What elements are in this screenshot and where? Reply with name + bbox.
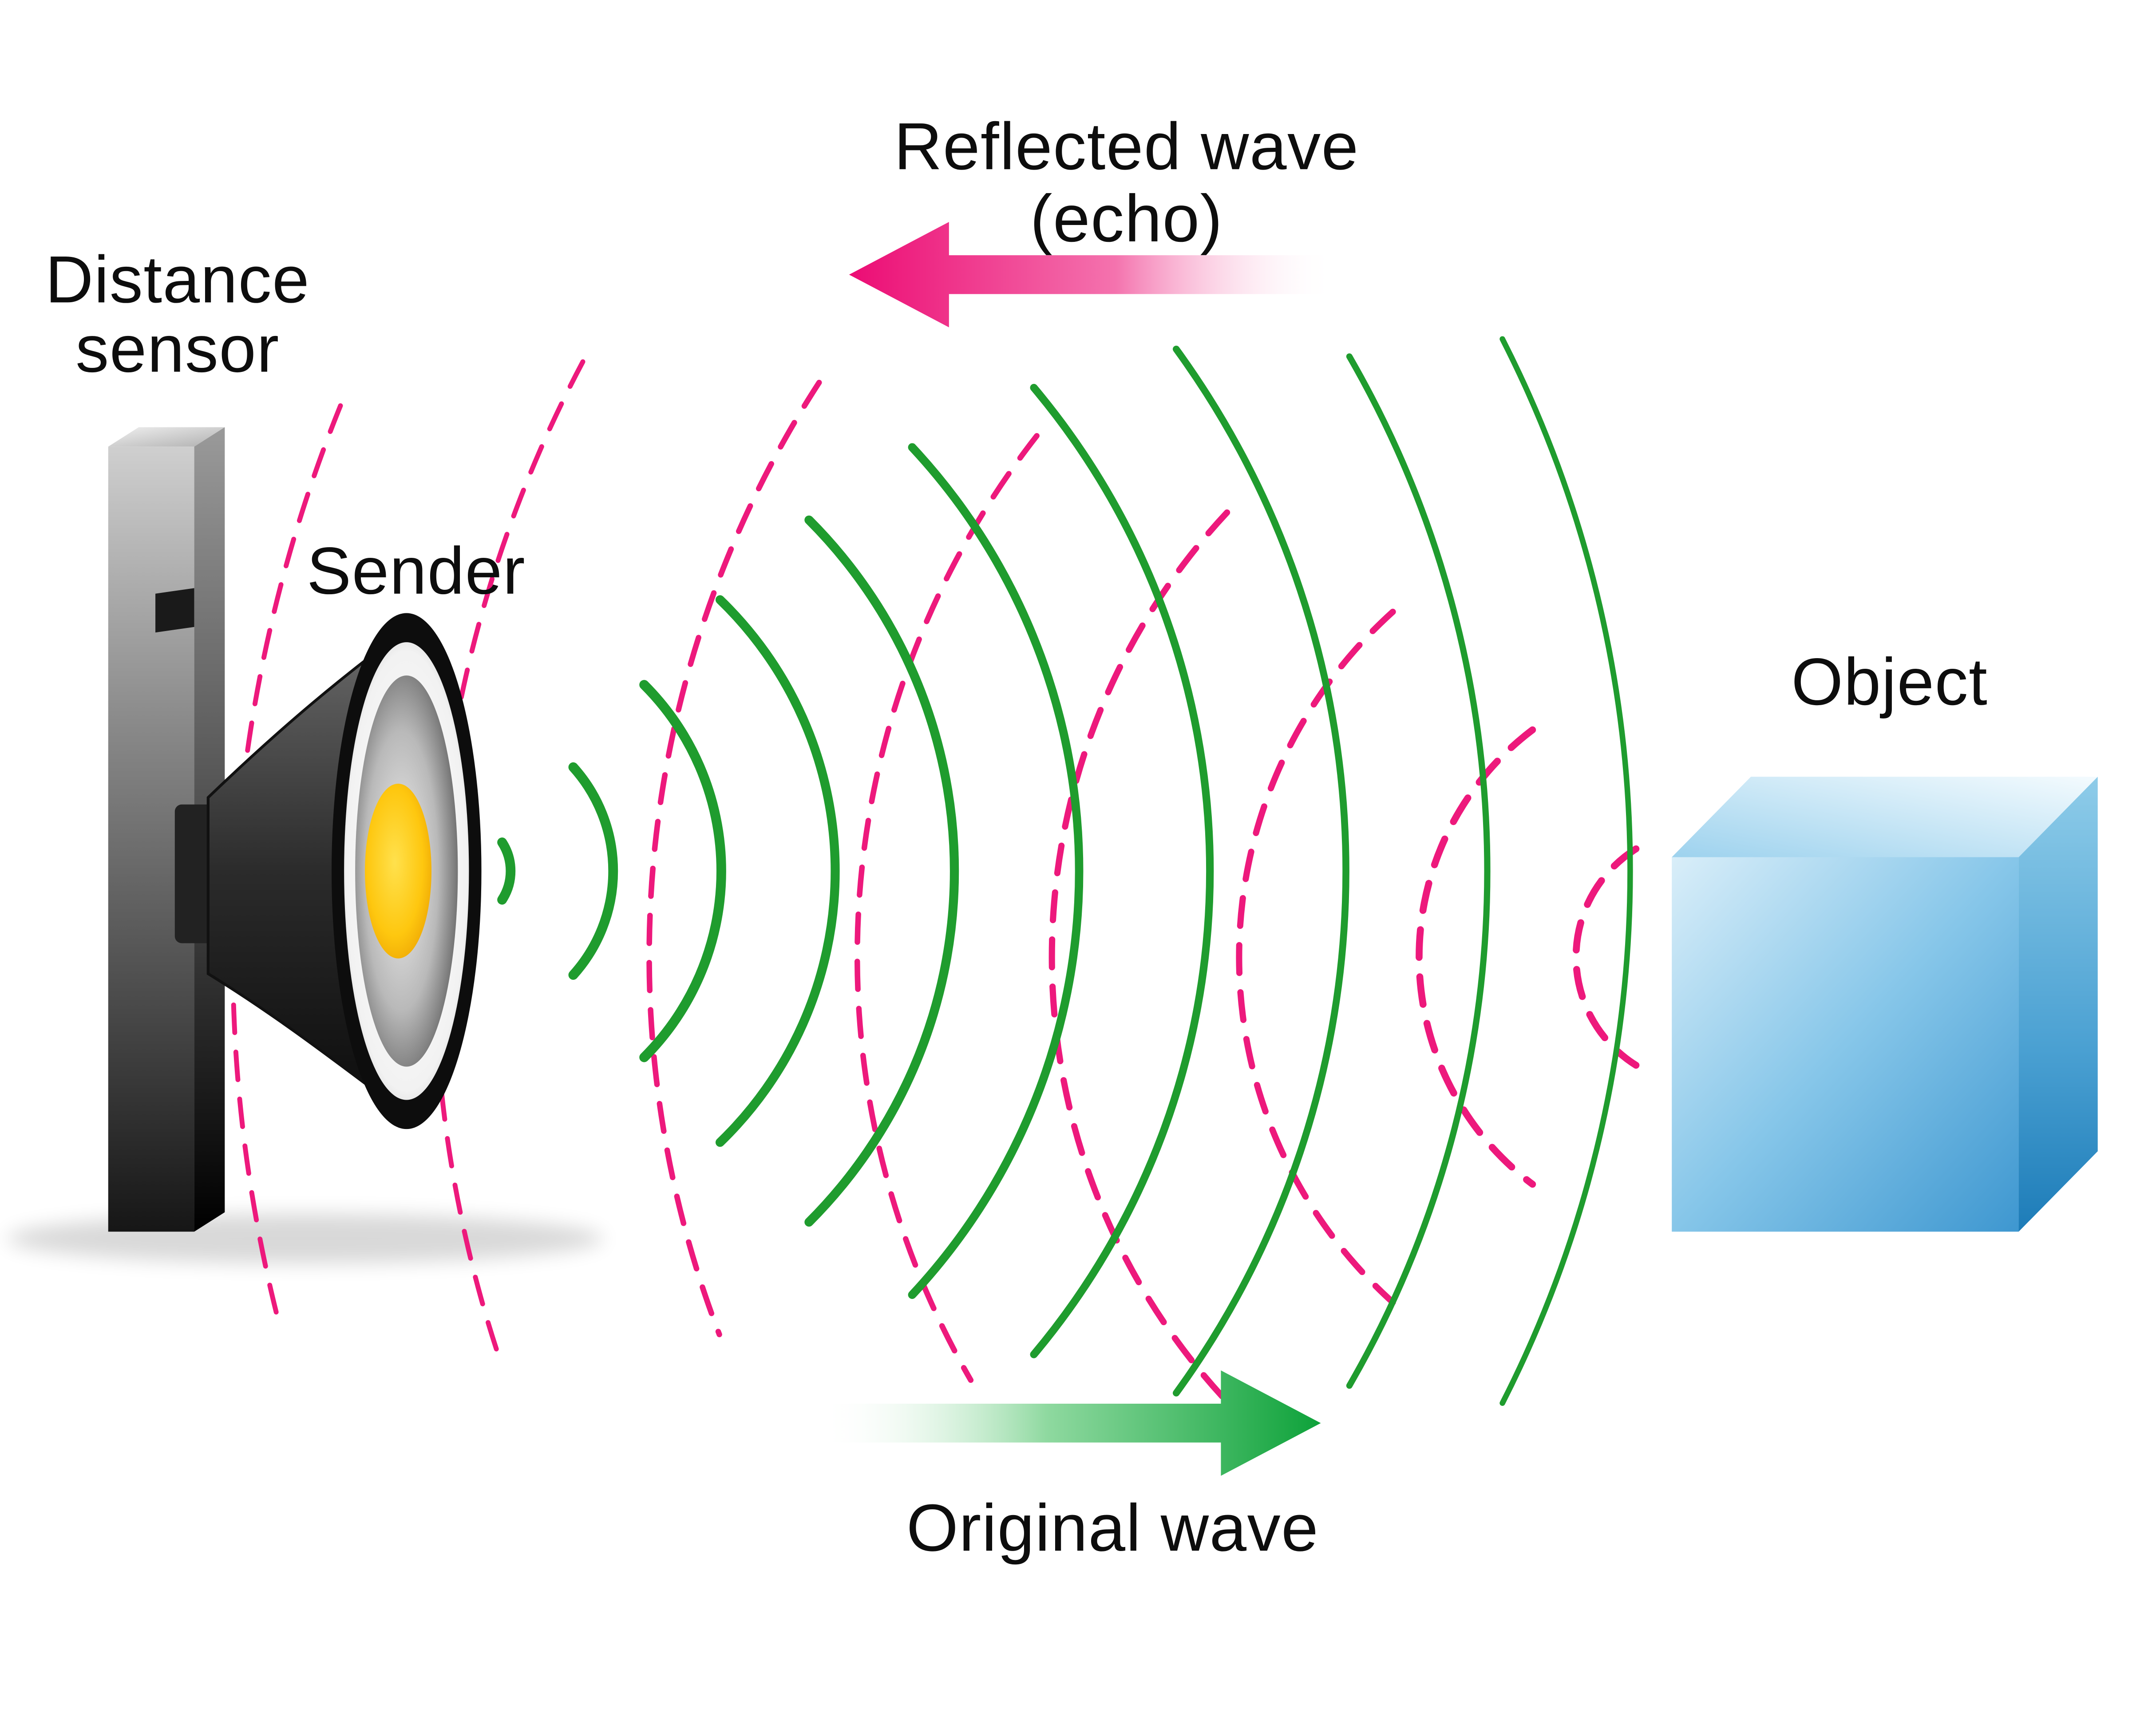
pole-top-face xyxy=(108,427,225,447)
reflected-wave-arc xyxy=(1048,509,1230,1405)
cube-side-face xyxy=(2018,777,2098,1232)
label-reflected-wave-line2: (echo) xyxy=(1030,181,1223,256)
pole-slot xyxy=(155,588,194,633)
label-reflected-wave-line1: Reflected wave xyxy=(894,109,1359,183)
original-wave-arc xyxy=(1499,336,1633,1406)
cube-top-face xyxy=(1672,777,2098,857)
original-wave-arc xyxy=(1172,345,1349,1397)
reflected-wave-arcs xyxy=(230,359,1640,1405)
label-distance-sensor-line2: sensor xyxy=(75,312,280,386)
cube-front-face xyxy=(1672,857,2019,1232)
reflected-wave-arc xyxy=(854,433,1040,1383)
reflected-wave-arc xyxy=(1572,845,1640,1069)
original-wave-arc xyxy=(1346,353,1491,1389)
speaker-diaphragm xyxy=(365,783,432,959)
original-wave-arc xyxy=(568,762,618,980)
reflected-wave-arc xyxy=(230,403,343,1315)
label-original-wave: Original wave xyxy=(906,1490,1319,1565)
object-cube xyxy=(1672,777,2098,1232)
original-wave-arcs xyxy=(497,336,1633,1406)
reflected-wave-arc xyxy=(646,379,822,1338)
label-distance-sensor-line1: Distance xyxy=(45,242,310,316)
reflected-wave-arc xyxy=(1236,608,1396,1306)
label-object: Object xyxy=(1791,644,1988,719)
reflected-wave-arc xyxy=(432,359,585,1352)
original-wave-arc xyxy=(908,443,1084,1299)
original-wave-arc xyxy=(639,680,726,1062)
sensor-shadow xyxy=(7,1213,604,1264)
original-wave-arc xyxy=(497,837,516,905)
reflected-wave-arrow-icon xyxy=(849,222,1335,328)
reflected-wave-arc xyxy=(1416,726,1536,1188)
original-wave-arc xyxy=(804,515,959,1227)
original-wave-arc xyxy=(715,595,840,1147)
original-wave-arc xyxy=(1030,383,1214,1358)
pole-front-face xyxy=(108,446,194,1232)
speaker-icon xyxy=(174,613,482,1129)
label-sender: Sender xyxy=(307,533,526,608)
original-wave-arrow-icon xyxy=(821,1370,1321,1476)
